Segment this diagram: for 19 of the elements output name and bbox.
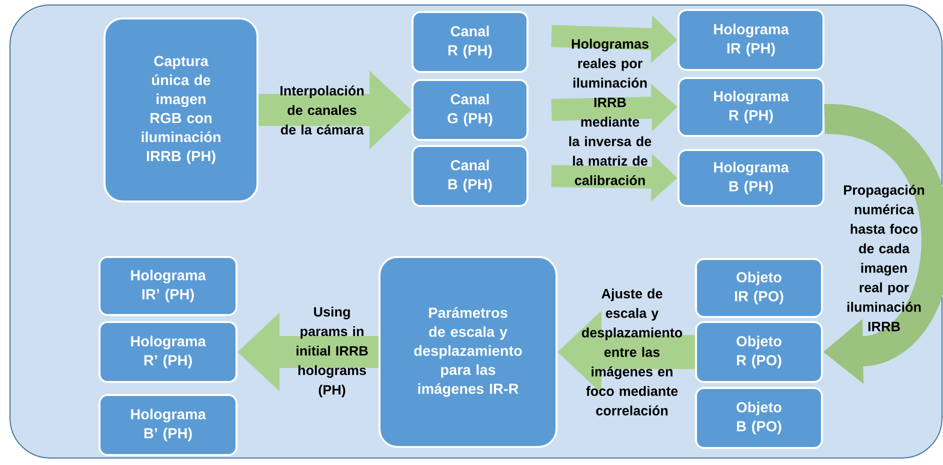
process-box: Holograma B (PH) — [678, 149, 824, 207]
process-box: Objeto B (PO) — [695, 387, 823, 449]
process-box: Canal R (PH) — [412, 11, 528, 73]
process-box: Holograma R’ (PH) — [98, 321, 238, 383]
process-box: Captura única de imagen RGB con iluminación IRRB (PH) — [104, 18, 258, 202]
process-box: Canal B (PH) — [412, 145, 528, 207]
edge-label: Using params in initial IRRB holograms (PH) — [296, 306, 368, 398]
process-box: Canal G (PH) — [412, 79, 528, 141]
process-box: Holograma R (PH) — [678, 77, 824, 137]
process-box: Objeto IR (PO) — [695, 258, 823, 318]
edge-label: Hologramas reales por iluminación IRRB mediante la inversa de la matriz de calibración — [569, 38, 652, 186]
process-box: Holograma IR’ (PH) — [98, 256, 238, 316]
process-box: Holograma B’ (PH) — [98, 394, 238, 456]
edge-label: Interpolación de canales de la cámara — [280, 85, 364, 134]
process-box: Parámetros de escala y desplazamiento para las imágenes IR-R — [378, 256, 558, 448]
process-box: Holograma IR (PH) — [678, 9, 824, 71]
edge-label: Propagación numérica hasta foco de cada imagen real por iluminación IRRB — [844, 184, 924, 332]
process-box: Objeto R (PO) — [695, 321, 823, 383]
edge-label: Ajuste de escala y desplazamiento entre las imágenes en foco mediante correlación — [582, 288, 682, 416]
